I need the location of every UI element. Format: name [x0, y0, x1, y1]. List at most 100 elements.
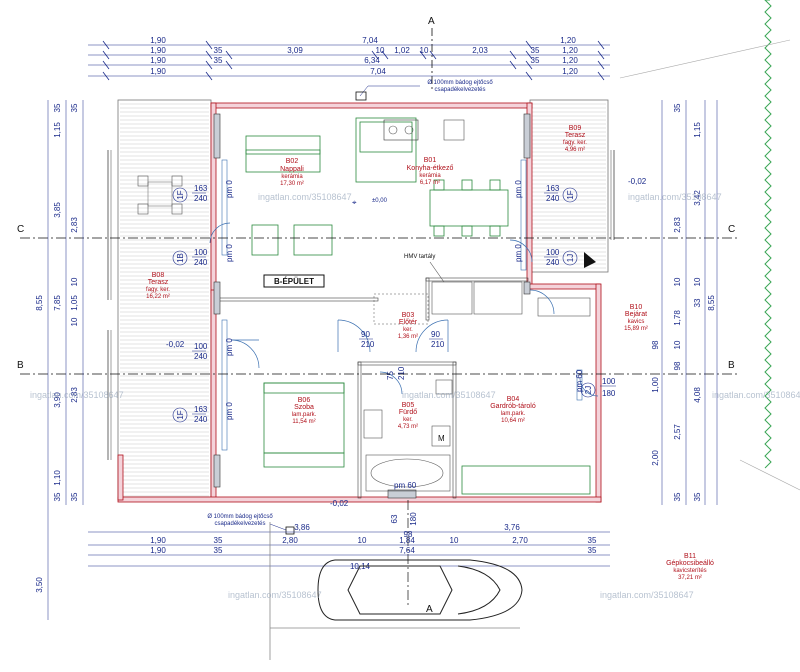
dim-left-mid-5: 1,10 — [53, 470, 62, 486]
top-dimensions: 1,90 7,04 1,20 1,90 35 3,09 10 1,02 10 2… — [88, 36, 610, 81]
room-b03-mat: ker. — [403, 327, 413, 333]
room-b09-id: B09 — [569, 125, 582, 132]
machine-m: M — [438, 434, 445, 443]
room-b11: B11 Gépkocsibeálló kavicsterítés 37,21 m… — [666, 553, 714, 581]
dim-top-r2-0: 1,90 — [150, 46, 166, 55]
dim-left-inner-0: 35 — [70, 103, 79, 112]
room-b03: B03 Előtér ker. 1,36 m² — [398, 312, 418, 340]
w3-w: 100 — [194, 342, 208, 351]
room-b09-name: Terasz — [565, 132, 586, 139]
d3-w: 100 — [602, 377, 616, 386]
pm-left-1: pm 0 — [225, 180, 234, 198]
dim-left-outer-1: 3,50 — [35, 577, 44, 593]
room-b02-mat: kerámia — [281, 174, 303, 180]
dim-top-r3-4: 1,20 — [562, 56, 578, 65]
dim-right-inner-0: 35 — [673, 103, 682, 112]
room-b05-area: 4,73 m² — [398, 424, 418, 430]
section-label-b-left: B — [17, 360, 24, 371]
room-b10: B10 Bejárat kavics 15,89 m² — [624, 304, 648, 332]
level-marker-icon: ⌖ — [352, 198, 357, 207]
dim-right-mid-2: 10 — [693, 277, 702, 286]
dim-left-mid-1: 1,15 — [53, 122, 62, 138]
dim-top-r4-0: 1,90 — [150, 67, 166, 76]
level-zero: ±0,00 — [372, 198, 388, 204]
dim-bottom-mid-1: 98 — [404, 530, 413, 539]
room-b02-area: 17,30 m² — [280, 181, 304, 187]
w5-h: 240 — [546, 194, 560, 203]
dim-bottom-r2-1: 35 — [214, 536, 223, 545]
w4-w: 163 — [194, 405, 208, 414]
room-b08-name: Terasz — [148, 279, 169, 286]
dim-top-r1-0: 1,90 — [150, 36, 166, 45]
room-b06-id: B06 — [298, 397, 311, 404]
w5-w: 163 — [546, 184, 560, 193]
dim-right-mid-1: 3,42 — [693, 190, 702, 206]
w6-w: 100 — [546, 248, 560, 257]
tag-1f-a: 1F — [176, 190, 185, 199]
dim-bottom-mid-2: 180 — [409, 512, 418, 526]
room-b05-id: B05 — [402, 402, 415, 409]
dim-bottom-r1-0: 3,86 — [294, 523, 310, 532]
windows — [221, 159, 583, 451]
d1-h: 210 — [361, 340, 375, 349]
dim-bottom-r2-6: 2,70 — [512, 536, 528, 545]
room-b11-mat: kavicsterítés — [673, 568, 706, 574]
room-b04-id: B04 — [507, 396, 520, 403]
w6-h: 240 — [546, 258, 560, 267]
watermark-3: ingatlan.com/35108647 — [30, 390, 124, 400]
dim-top-r1-2: 1,20 — [560, 36, 576, 45]
room-b09-mat: fagy. ker. — [563, 140, 587, 146]
room-b03-name: Előtér — [399, 319, 418, 326]
room-b06: B06 Szoba lam.park. 11,54 m² — [292, 397, 317, 425]
room-b08-mat: fagy. ker. — [146, 287, 170, 293]
terrace-right — [529, 99, 615, 273]
tag-1j: 1J — [566, 254, 575, 262]
dim-top-r3-0: 1,90 — [150, 56, 166, 65]
building-label: B-ÉPÜLET — [263, 274, 325, 288]
w4-h: 240 — [194, 415, 208, 424]
pm-right-2: pm 0 — [514, 244, 523, 262]
room-b08-id: B08 — [152, 272, 165, 279]
level-right: -0,02 — [628, 177, 647, 186]
dim-right-mid-0: 1,15 — [693, 122, 702, 138]
watermark-7: ingatlan.com/35108647 — [600, 590, 694, 600]
d4-w: 75 — [386, 371, 395, 380]
pm-left-4: pm 0 — [225, 402, 234, 420]
building-walls — [117, 102, 602, 503]
w1-h: 240 — [194, 194, 208, 203]
dim-bottom-r2-7: 35 — [588, 536, 597, 545]
section-lines: C C B B A — [17, 224, 740, 615]
room-b01-id: B01 — [424, 157, 437, 164]
dim-bottom-r1-1: 3,76 — [504, 523, 520, 532]
carport — [269, 522, 523, 660]
room-b11-area: 37,21 m² — [678, 575, 702, 581]
room-b10-id: B10 — [630, 304, 643, 311]
section-label-a-bottom: A — [426, 604, 433, 615]
w3-h: 240 — [194, 352, 208, 361]
level-bottom: -0,02 — [330, 499, 349, 508]
dim-right-mid-3: 33 — [693, 298, 702, 307]
room-b03-id: B03 — [402, 312, 415, 319]
room-b04-name: Gardrób-tároló — [490, 403, 536, 410]
dim-left-inner-3: 1,05 — [70, 295, 79, 311]
room-b11-name: Gépkocsibeálló — [666, 560, 714, 567]
dim-left-mid-6: 35 — [53, 492, 62, 501]
left-dimensions: 8,55 3,50 35 1,15 3,85 7,85 3,90 1,10 35… — [35, 100, 84, 620]
hmv-label: HMV tartály — [404, 254, 435, 260]
dim-top-r2-2: 3,09 — [287, 46, 303, 55]
dim-bottom-r2-0: 1,90 — [150, 536, 166, 545]
hedge — [619, 0, 800, 491]
dim-right-inner-1: 2,83 — [673, 217, 682, 233]
dim-right-extra-0: 1,00 — [651, 377, 660, 393]
right-dimensions: 8,55 1,15 3,42 10 33 4,08 35 35 2,83 10 … — [651, 100, 718, 505]
dim-left-inner-2: 10 — [70, 277, 79, 286]
dim-left-mid-3: 7,85 — [53, 295, 62, 311]
room-b04: B04 Gardrób-tároló lam.park. 10,64 m² — [490, 396, 536, 424]
dim-bottom-r3-1: 35 — [214, 546, 223, 555]
dim-bottom-r3-3: 35 — [588, 546, 597, 555]
dim-right-inner-5: 98 — [673, 361, 682, 370]
dim-left-mid-0: 35 — [53, 103, 62, 112]
dim-bottom-r3-0: 1,90 — [150, 546, 166, 555]
dim-top-r2-8: 1,20 — [562, 46, 578, 55]
tag-2j: 2J — [584, 386, 593, 394]
